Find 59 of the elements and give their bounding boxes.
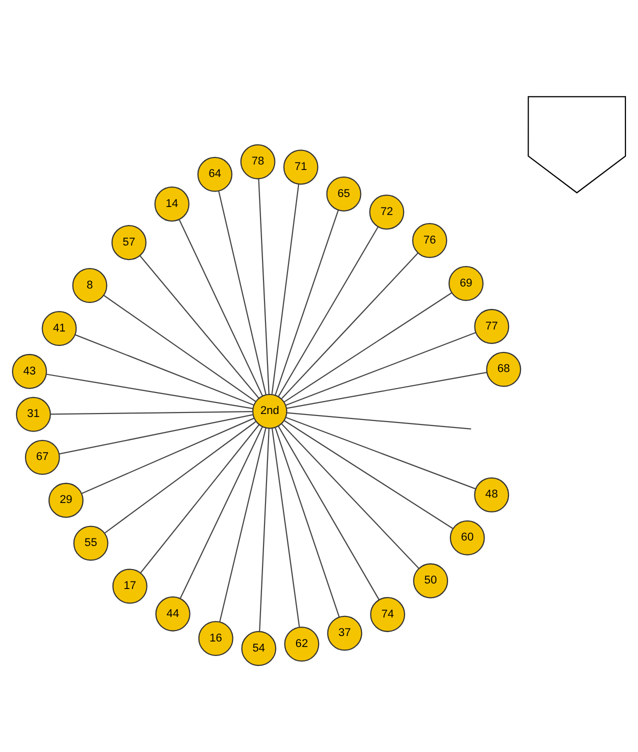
node-circle: 76 (412, 223, 448, 258)
connector (284, 292, 452, 402)
connector (180, 426, 263, 599)
node-circle: 8 (72, 268, 108, 304)
connector (104, 294, 256, 402)
node-circle: 48 (474, 477, 510, 512)
node-circle: 43 (12, 354, 47, 389)
connector (259, 428, 270, 632)
connector (75, 334, 254, 406)
connector (271, 184, 300, 394)
node-circle: 78 (240, 144, 276, 180)
node-circle: 2nd (252, 394, 288, 429)
connector (46, 374, 253, 410)
connector (178, 220, 263, 396)
node-circle: 41 (42, 310, 77, 346)
connector (59, 414, 254, 455)
connector (278, 226, 379, 397)
connector (286, 372, 487, 409)
node-circle: 74 (370, 597, 406, 632)
connector (104, 421, 256, 534)
connector (278, 426, 380, 600)
node-arrow (528, 96, 626, 194)
node-circle: 50 (413, 563, 448, 598)
node-circle: 68 (486, 352, 522, 387)
node-circle: 37 (327, 616, 362, 651)
connector (218, 190, 266, 395)
node-circle: 65 (326, 176, 362, 212)
node-circle: 29 (48, 482, 84, 518)
node-circle: 54 (241, 631, 276, 666)
connector (286, 332, 476, 406)
connector (281, 424, 420, 569)
node-circle: 67 (24, 440, 60, 475)
node-circle: 55 (73, 526, 108, 561)
node-circle: 14 (154, 186, 190, 222)
node-circle: 31 (16, 396, 51, 432)
connector (50, 411, 253, 415)
node-circle: 60 (450, 520, 485, 556)
node-circle: 77 (474, 308, 510, 344)
connector (274, 427, 340, 618)
node-circle: 71 (283, 150, 318, 185)
node-circle: 16 (198, 620, 234, 656)
connector (140, 255, 260, 398)
node-circle: 17 (112, 568, 148, 604)
connector (281, 252, 418, 399)
connector (219, 428, 266, 622)
node-circle: 64 (197, 156, 232, 192)
connector (81, 418, 254, 494)
node-circle: 57 (111, 225, 146, 260)
node-circle: 44 (155, 596, 190, 632)
node-circle: 62 (284, 626, 320, 662)
node-circle: 72 (369, 194, 404, 230)
connector (274, 210, 339, 396)
connector (272, 428, 300, 628)
connector (140, 424, 260, 574)
connector (284, 420, 454, 530)
connector (286, 416, 476, 490)
connector (258, 178, 270, 394)
node-circle: 69 (448, 266, 484, 301)
connector (286, 412, 472, 430)
